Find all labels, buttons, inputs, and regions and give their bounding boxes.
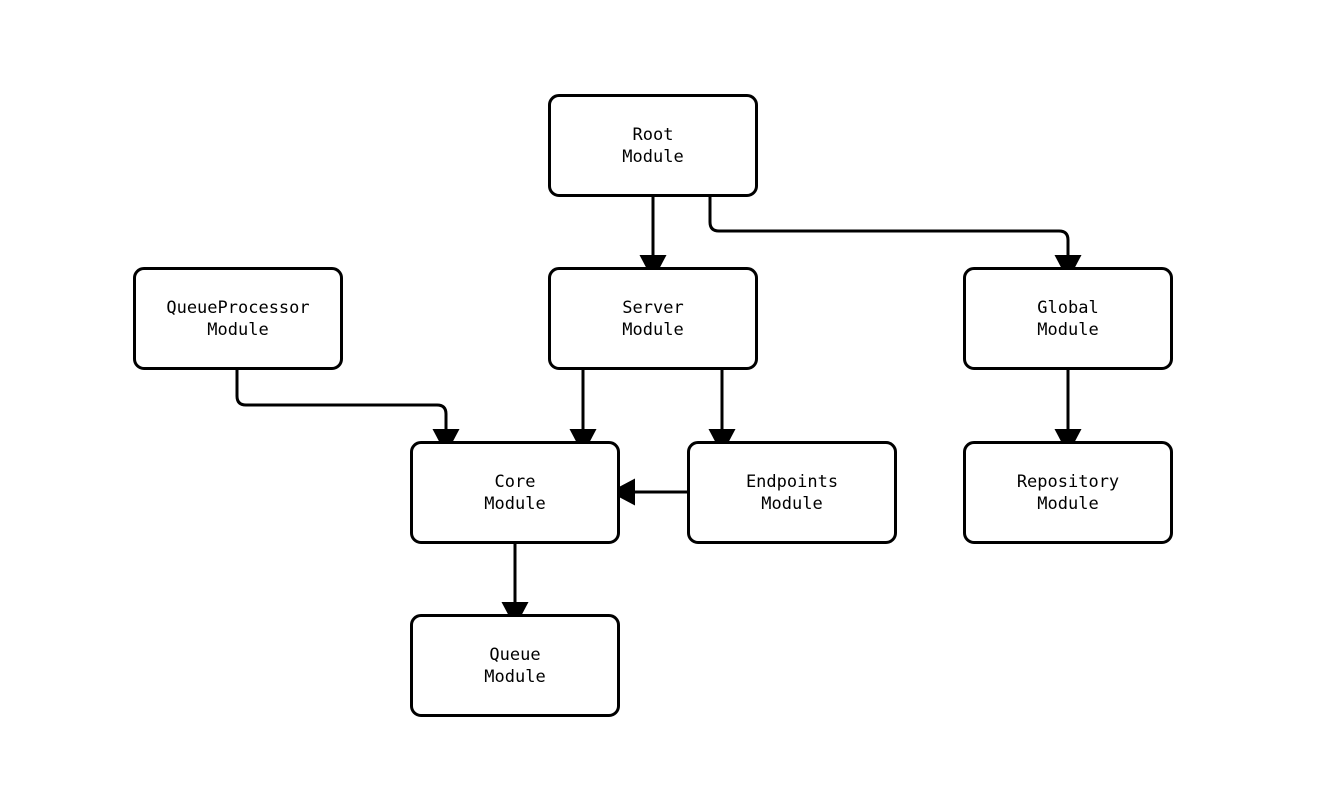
edges-group: [235, 197, 1082, 628]
node-core[interactable]: Core Module: [410, 441, 620, 544]
node-label-endpoints: Endpoints Module: [745, 471, 839, 514]
node-label-repository: Repository Module: [1016, 471, 1120, 514]
node-global[interactable]: Global Module: [963, 267, 1173, 370]
node-repository[interactable]: Repository Module: [963, 441, 1173, 544]
node-label-queue: Queue Module: [484, 644, 546, 687]
node-queue[interactable]: Queue Module: [410, 614, 620, 717]
node-label-global: Global Module: [1037, 297, 1099, 340]
node-label-queueprocessor: QueueProcessor Module: [166, 297, 310, 340]
node-label-server: Server Module: [622, 297, 684, 340]
edge-queueprocessor-core: [235, 370, 460, 455]
node-label-root: Root Module: [622, 124, 684, 167]
node-endpoints[interactable]: Endpoints Module: [687, 441, 897, 544]
node-queueprocessor[interactable]: QueueProcessor Module: [133, 267, 343, 370]
node-server[interactable]: Server Module: [548, 267, 758, 370]
node-root[interactable]: Root Module: [548, 94, 758, 197]
edge-root-global: [708, 197, 1082, 281]
node-label-core: Core Module: [484, 471, 546, 514]
